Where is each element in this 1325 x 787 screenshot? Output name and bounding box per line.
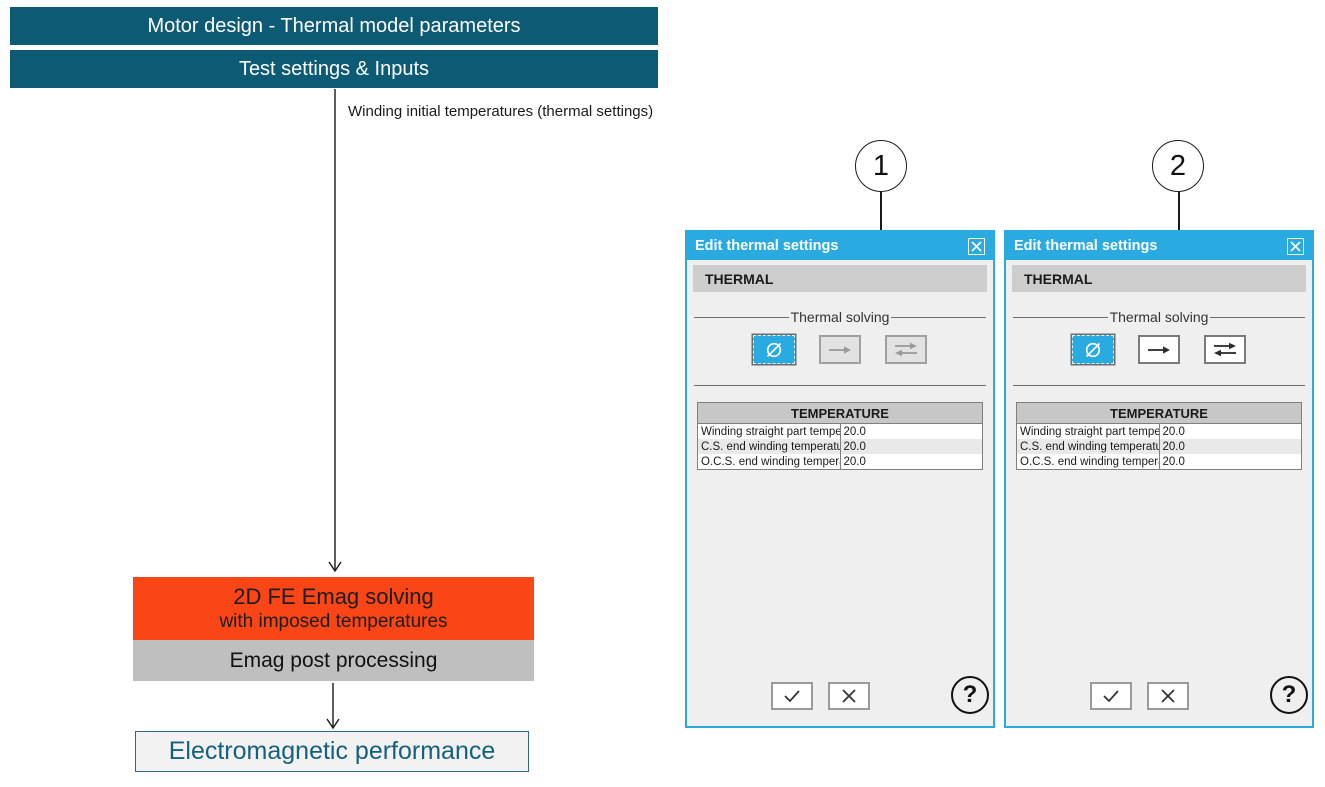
ok-button[interactable]: [1090, 682, 1132, 710]
thermal-solving-buttons: [1006, 335, 1312, 364]
param-value[interactable]: 20.0: [843, 455, 866, 468]
callout-2-line: [1178, 192, 1180, 238]
param-label: Winding straight part temperature (°C): [1016, 423, 1160, 439]
cancel-button[interactable]: [828, 682, 870, 710]
close-icon[interactable]: [1287, 237, 1304, 255]
thermal-section-header: THERMAL: [1012, 265, 1306, 292]
param-value[interactable]: 20.0: [1162, 440, 1185, 453]
temperature-table: TEMPERATURE Winding straight part temper…: [1016, 402, 1302, 470]
one-directional-solving-icon: [819, 335, 861, 364]
param-label: O.C.S. end winding temperature (°C): [697, 454, 841, 470]
thermal-solving-buttons: [687, 335, 993, 364]
cancel-button[interactable]: [1147, 682, 1189, 710]
separator: [694, 385, 986, 386]
banner-test-settings: Test settings & Inputs: [10, 50, 658, 88]
legend-line: [891, 316, 987, 318]
dialog-title: Edit thermal settings: [695, 238, 839, 254]
no-thermal-solving-icon[interactable]: [1072, 335, 1114, 364]
thermal-solving-group-label: Thermal solving: [1013, 309, 1306, 325]
table-row: C.S. end winding temperature (°C) 20.0: [1016, 439, 1302, 454]
emag-post-processing-box: Emag post processing: [133, 640, 534, 681]
ok-button[interactable]: [771, 682, 813, 710]
dialog-title: Edit thermal settings: [1014, 238, 1158, 254]
table-row: Winding straight part temperature (°C) 2…: [1016, 423, 1302, 439]
table-row: Winding straight part temperature (°C) 2…: [697, 423, 983, 439]
thermal-section-header: THERMAL: [693, 265, 987, 292]
arrow-label: Winding initial temperatures (thermal se…: [348, 103, 654, 120]
dialog-titlebar: Edit thermal settings: [687, 232, 993, 260]
flow-arrow-down-icon: [326, 683, 340, 730]
legend-line: [1013, 316, 1108, 318]
param-value[interactable]: 20.0: [843, 425, 866, 438]
callout-1-line: [880, 192, 882, 238]
temperature-table-header: TEMPERATURE: [1016, 402, 1302, 424]
emag-solving-line1: 2D FE Emag solving: [233, 584, 434, 609]
help-button[interactable]: ?: [1270, 676, 1308, 714]
bi-directional-solving-icon: [885, 335, 927, 364]
table-row: O.C.S. end winding temperature (°C) 20.0: [1016, 454, 1302, 470]
dialog-titlebar: Edit thermal settings: [1006, 232, 1312, 260]
param-value[interactable]: 20.0: [1162, 425, 1185, 438]
param-value[interactable]: 20.0: [843, 440, 866, 453]
emag-solving-box: 2D FE Emag solving with imposed temperat…: [133, 577, 534, 640]
table-row: C.S. end winding temperature (°C) 20.0: [697, 439, 983, 454]
edit-thermal-settings-dialog-1: Edit thermal settings THERMAL Thermal so…: [685, 230, 995, 728]
edit-thermal-settings-dialog-2: Edit thermal settings THERMAL Thermal so…: [1004, 230, 1314, 728]
close-icon[interactable]: [968, 237, 985, 255]
banner-motor-design: Motor design - Thermal model parameters: [10, 7, 658, 45]
bi-directional-solving-icon[interactable]: [1204, 335, 1246, 364]
param-label: O.C.S. end winding temperature (°C): [1016, 454, 1160, 470]
callout-2: 2: [1152, 140, 1204, 192]
electromagnetic-performance-box: Electromagnetic performance: [135, 731, 529, 772]
emag-solving-line2: with imposed temperatures: [219, 611, 448, 632]
separator: [1013, 385, 1305, 386]
legend-line: [694, 316, 789, 318]
param-label: Winding straight part temperature (°C): [697, 423, 841, 439]
temperature-table: TEMPERATURE Winding straight part temper…: [697, 402, 983, 470]
thermal-solving-group-label: Thermal solving: [694, 309, 987, 325]
param-value[interactable]: 20.0: [1162, 455, 1185, 468]
param-label: C.S. end winding temperature (°C): [1016, 439, 1160, 454]
one-directional-solving-icon[interactable]: [1138, 335, 1180, 364]
no-thermal-solving-icon[interactable]: [753, 335, 795, 364]
callout-1: 1: [855, 140, 907, 192]
help-button[interactable]: ?: [951, 676, 989, 714]
flow-arrow-down-icon: [328, 89, 342, 573]
param-label: C.S. end winding temperature (°C): [697, 439, 841, 454]
temperature-table-header: TEMPERATURE: [697, 402, 983, 424]
legend-line: [1210, 316, 1306, 318]
table-row: O.C.S. end winding temperature (°C) 20.0: [697, 454, 983, 470]
